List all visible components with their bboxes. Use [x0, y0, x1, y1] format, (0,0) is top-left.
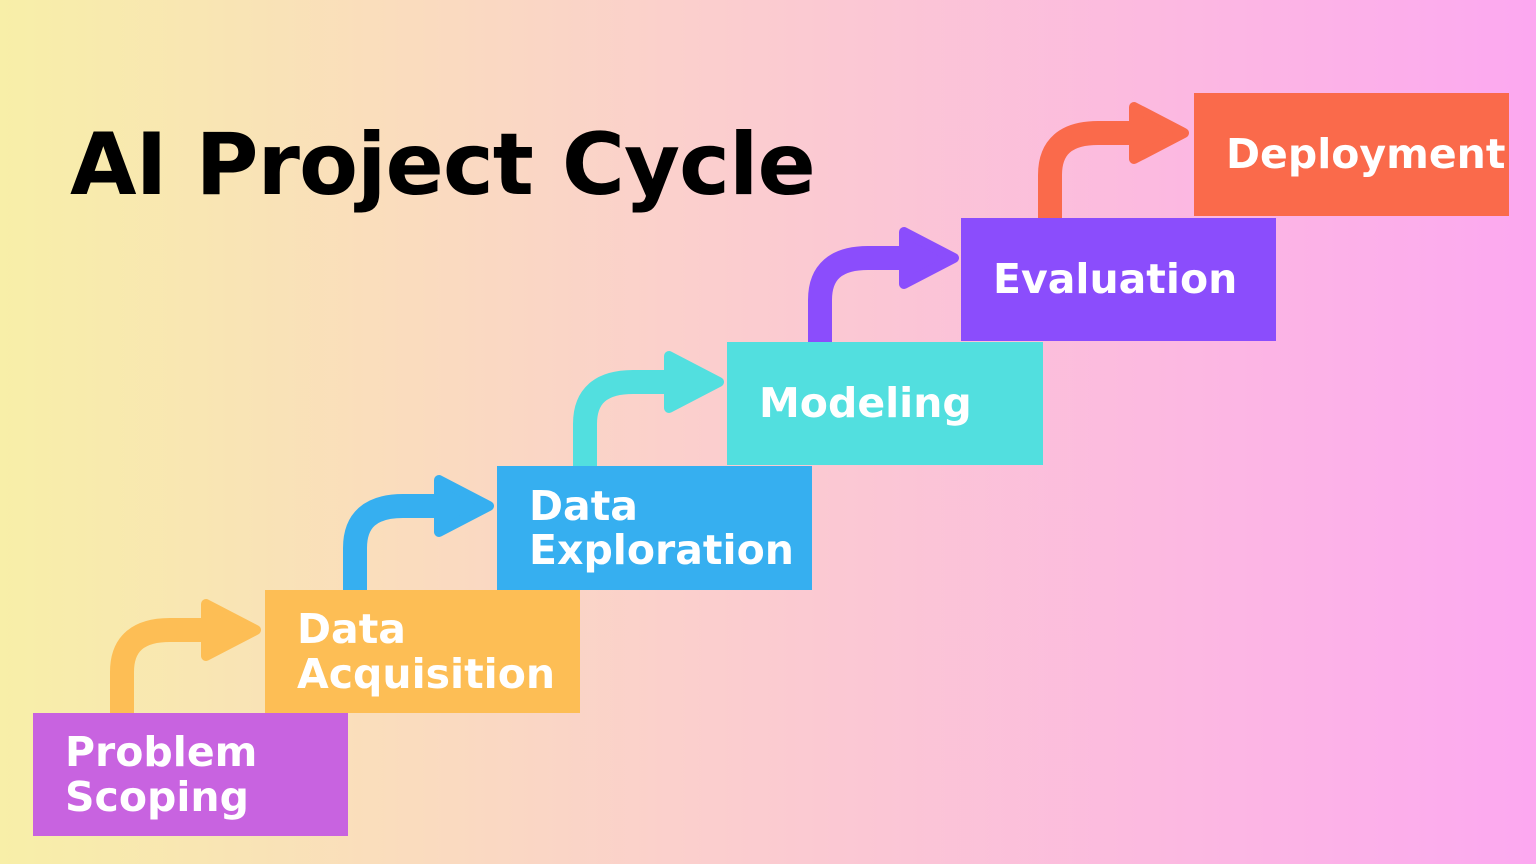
- stage-label-data-acquisition: Data Acquisition: [297, 605, 556, 698]
- stage-label-data-exploration: Data Exploration: [529, 481, 794, 574]
- stage-label-modeling: Modeling: [759, 379, 972, 428]
- stage-box-deployment[interactable]: Deployment: [1194, 93, 1509, 216]
- arrow-data-exploration-to-modeling: [573, 351, 724, 479]
- page-title: AI Project Cycle: [70, 115, 816, 215]
- arrow-data-acquisition-to-data-exploration: [343, 475, 494, 603]
- stage-box-data-exploration[interactable]: Data Exploration: [497, 466, 812, 590]
- stage-label-deployment: Deployment: [1226, 130, 1506, 179]
- arrow-modeling-to-evaluation: [808, 227, 959, 355]
- stage-box-modeling[interactable]: Modeling: [727, 342, 1043, 465]
- stage-box-data-acquisition[interactable]: Data Acquisition: [265, 590, 580, 713]
- stage-label-problem-scoping: Problem Scoping: [65, 728, 258, 821]
- arrow-problem-scoping-to-data-acquisition: [110, 599, 261, 727]
- arrow-evaluation-to-deployment: [1038, 102, 1189, 230]
- stage-label-evaluation: Evaluation: [993, 255, 1238, 304]
- stage-box-evaluation[interactable]: Evaluation: [961, 218, 1276, 341]
- stage-box-problem-scoping[interactable]: Problem Scoping: [33, 713, 348, 836]
